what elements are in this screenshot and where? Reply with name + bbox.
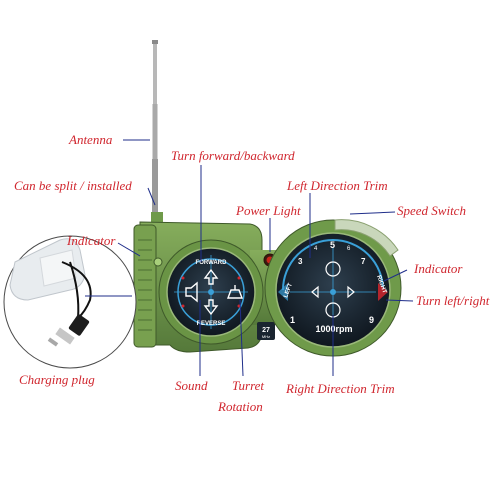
antenna: [151, 40, 163, 222]
reverse-text: REVERSE: [197, 321, 226, 327]
label-power-light: Power Light: [236, 203, 301, 218]
badge-unit: MHz: [262, 334, 270, 339]
leader-lines: [85, 139, 414, 377]
label-turret: Turret: [232, 378, 265, 393]
rpm-text: 1000rpm: [315, 324, 352, 334]
charging-inset: [3, 235, 137, 369]
label-indicator-left: Indicator: [67, 233, 116, 248]
right-indicator-icon: [378, 283, 388, 301]
left-arrow-icon[interactable]: [311, 285, 319, 299]
trim-knob-top-icon[interactable]: [325, 261, 341, 277]
label-left-direction-trim: Left Direction Trim: [287, 178, 388, 193]
dial-number-1: 1: [290, 315, 295, 325]
label-antenna: Antenna: [69, 132, 113, 147]
speed-switch[interactable]: [334, 219, 399, 257]
label-charging-plug: Charging plug: [19, 372, 95, 387]
label-rotation: Rotation: [218, 399, 263, 414]
frequency-badge: 27 MHz: [257, 322, 275, 340]
label-can-be-split: Can be split / installed: [14, 178, 132, 193]
right-arrow-icon[interactable]: [347, 285, 355, 299]
dial-number-4: 4: [314, 246, 318, 252]
badge-value: 27: [262, 327, 270, 334]
forward-arrow-icon[interactable]: [203, 268, 219, 285]
left-indicator-icon: [278, 283, 288, 301]
label-right-direction-trim: Right Direction Trim: [286, 381, 395, 396]
reverse-arrow-icon[interactable]: [203, 299, 219, 316]
left-text: LEFT: [283, 282, 294, 298]
forward-text: FORWARD: [196, 260, 228, 266]
dial-number-9: 9: [369, 315, 374, 325]
label-speed-switch: Speed Switch: [397, 203, 466, 218]
sound-icon[interactable]: [185, 281, 198, 303]
turret-icon[interactable]: [226, 285, 244, 299]
dial-number-5: 5: [330, 240, 335, 250]
dial-number-6: 6: [347, 246, 351, 252]
label-turn-forward-backward: Turn forward/backward: [171, 148, 295, 163]
label-indicator-right: Indicator: [414, 261, 463, 276]
left-dial: FORWARD REVERSE: [158, 239, 264, 345]
dial-number-7: 7: [361, 257, 366, 266]
dial-number-3: 3: [298, 257, 303, 266]
label-sound: Sound: [175, 378, 208, 393]
label-turn-left-right: Turn left/right: [416, 293, 490, 308]
